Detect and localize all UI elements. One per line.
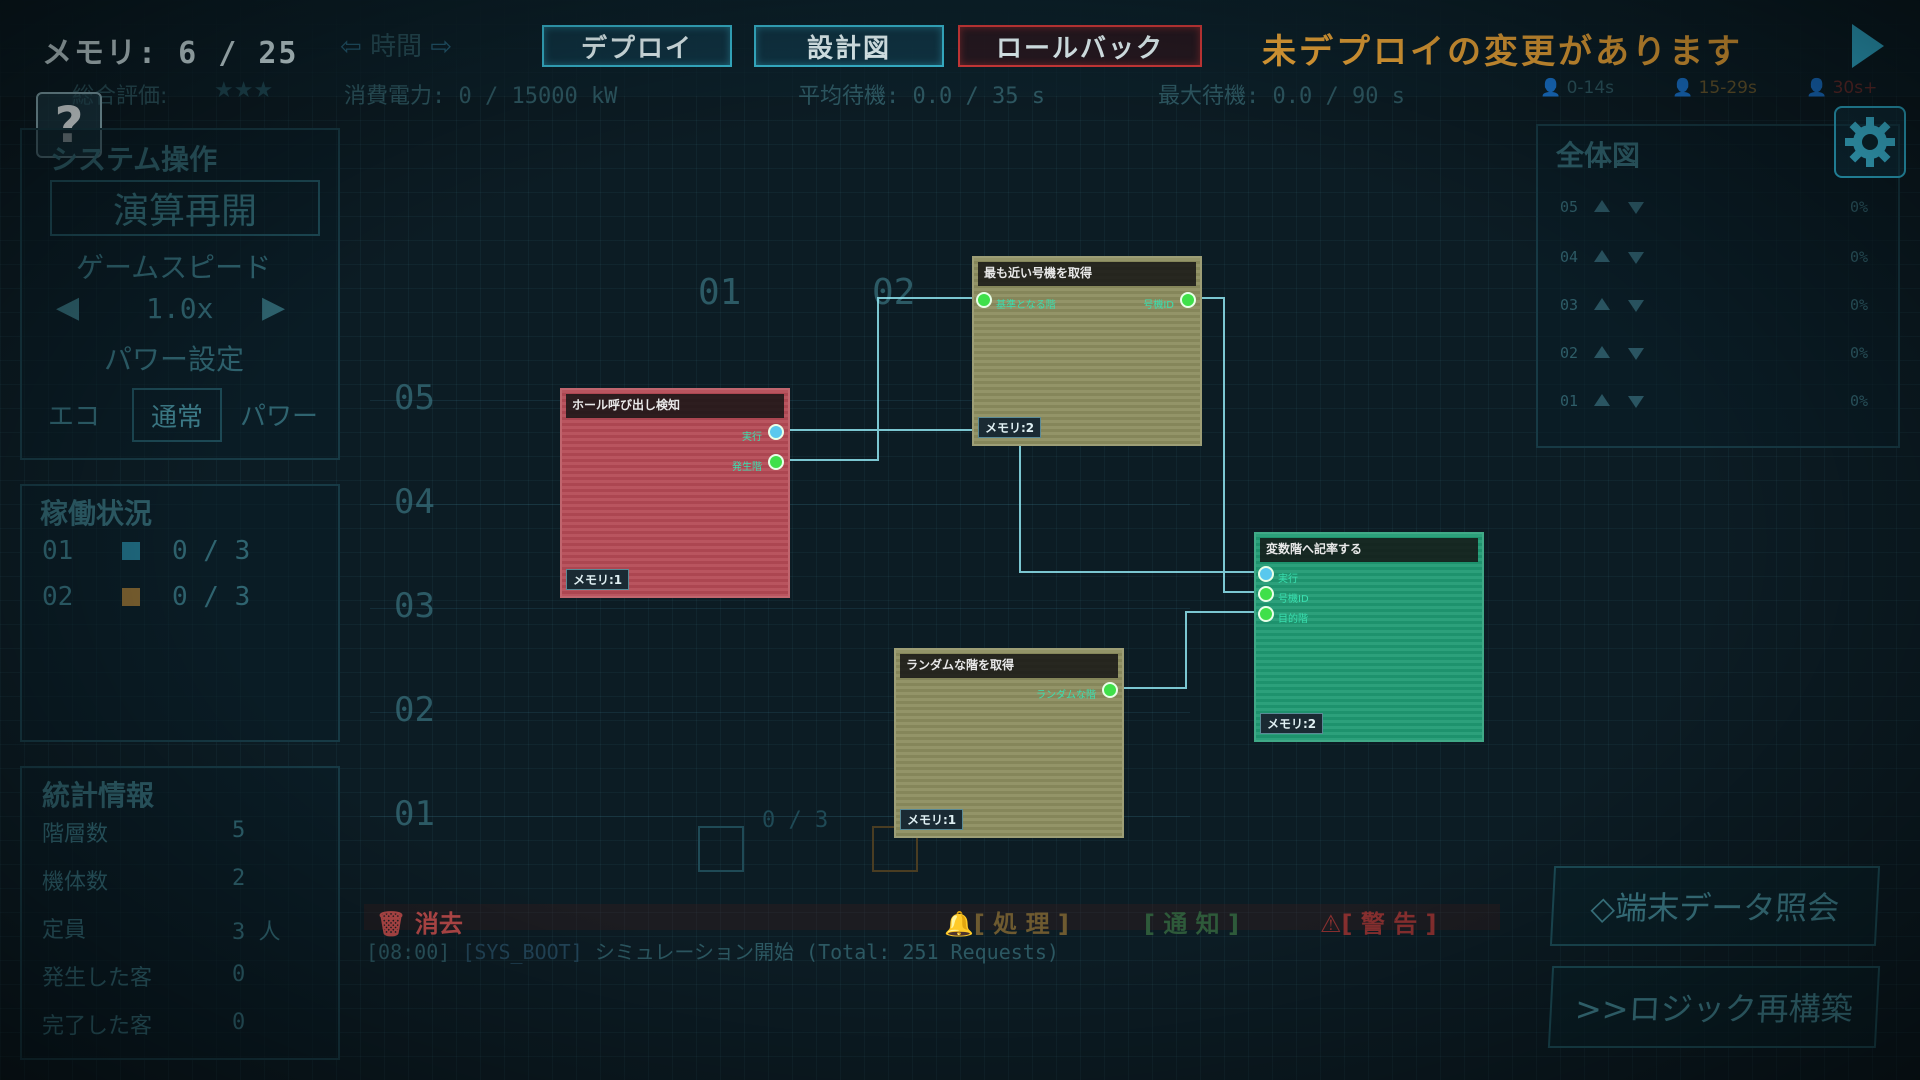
down-call-icon xyxy=(1628,300,1644,312)
node-random-floor[interactable]: ランダムな階を取得 ランダムな階 メモリ:1 xyxy=(894,648,1124,838)
node-texture xyxy=(562,390,788,596)
log-time: [08:00] xyxy=(366,940,451,964)
overview-pct: 0% xyxy=(1850,296,1869,314)
terminal-data-button[interactable]: ◇端末データ照会 xyxy=(1549,866,1881,946)
node-title: ランダムな階を取得 xyxy=(900,654,1118,678)
settings-button[interactable] xyxy=(1834,106,1906,178)
up-call-icon xyxy=(1594,346,1610,358)
node-hall-call[interactable]: ホール呼び出し検知 実行 発生階 メモリ:1 xyxy=(560,388,790,598)
port-base-floor-in[interactable] xyxy=(976,292,992,308)
log-filter-process[interactable]: 🔔[ 処 理 ] xyxy=(944,904,1069,939)
port-random-out[interactable] xyxy=(1102,682,1118,698)
down-call-icon xyxy=(1628,252,1644,264)
node-write-variable[interactable]: 変数階へ記率する 実行 号機ID 目的階 メモリ:2 xyxy=(1254,532,1484,742)
port-label-id: 号機ID xyxy=(1278,594,1309,605)
overview-title: 全体図 xyxy=(1556,139,1641,172)
port-exec-in[interactable] xyxy=(1258,566,1274,582)
node-memory-badge: メモリ:2 xyxy=(978,417,1042,438)
overview-pct: 0% xyxy=(1850,248,1869,266)
node-title: ホール呼び出し検知 xyxy=(566,394,784,418)
overview-floor: 05 xyxy=(1560,198,1579,216)
port-exec-out[interactable] xyxy=(768,424,784,440)
up-call-icon xyxy=(1594,250,1610,262)
port-id-out[interactable] xyxy=(1180,292,1196,308)
overview-floor: 03 xyxy=(1560,296,1579,314)
node-memory-badge: メモリ:2 xyxy=(1260,713,1324,734)
down-call-icon xyxy=(1628,348,1644,360)
port-id-in[interactable] xyxy=(1258,586,1274,602)
log-clear-label: 消去 xyxy=(414,910,463,938)
wire-random-to-write xyxy=(1108,611,1264,689)
port-label-dest-floor: 目的階 xyxy=(1278,614,1308,625)
port-label-exec: 実行 xyxy=(742,432,762,443)
port-label-floor: 発生階 xyxy=(732,462,762,473)
warning-icon: ⚠ xyxy=(1320,910,1342,938)
rebuild-logic-button[interactable]: >>ロジック再構築 xyxy=(1547,966,1881,1048)
wire-floor-to-nearest xyxy=(774,297,982,461)
gear-icon xyxy=(1845,117,1895,167)
overview-pct: 0% xyxy=(1850,344,1869,362)
log-filter-notify[interactable]: [ 通 知 ] xyxy=(1144,910,1240,938)
log-line: [08:00] [SYS_BOOT] シミュレーション開始 (Total: 25… xyxy=(366,936,1059,965)
port-dest-floor-in[interactable] xyxy=(1258,606,1274,622)
overview-floor: 02 xyxy=(1560,344,1579,362)
node-title: 変数階へ記率する xyxy=(1260,538,1478,562)
node-memory-badge: メモリ:1 xyxy=(900,809,964,830)
port-floor-out[interactable] xyxy=(768,454,784,470)
down-call-icon xyxy=(1628,396,1644,408)
node-texture xyxy=(1256,534,1482,740)
port-label-random: ランダムな階 xyxy=(1036,690,1096,701)
overview-floor: 01 xyxy=(1560,392,1579,410)
overview-pct: 0% xyxy=(1850,198,1869,216)
log-filter-process-label: [ 処 理 ] xyxy=(973,910,1069,938)
log-tag: [SYS_BOOT] xyxy=(462,940,583,964)
node-nearest-elevator[interactable]: 最も近い号機を取得 基準となる階 号機ID メモリ:2 xyxy=(972,256,1202,446)
up-call-icon xyxy=(1594,200,1610,212)
port-label-exec: 実行 xyxy=(1278,574,1298,585)
trash-icon: 🗑 xyxy=(376,910,407,938)
log-filter-warn[interactable]: ⚠[ 警 告 ] xyxy=(1320,904,1437,939)
up-call-icon xyxy=(1594,298,1610,310)
log-filter-warn-label: [ 警 告 ] xyxy=(1341,910,1437,938)
log-clear-button[interactable]: 🗑 消去 xyxy=(376,904,463,939)
log-message: シミュレーション開始 (Total: 251 Requests) xyxy=(594,940,1059,964)
down-call-icon xyxy=(1628,202,1644,214)
port-label-base-floor: 基準となる階 xyxy=(996,300,1056,311)
overview-pct: 0% xyxy=(1850,392,1869,410)
port-label-id: 号機ID xyxy=(1143,300,1174,311)
up-call-icon xyxy=(1594,394,1610,406)
node-memory-badge: メモリ:1 xyxy=(566,569,630,590)
bell-icon: 🔔 xyxy=(944,910,974,938)
node-title: 最も近い号機を取得 xyxy=(978,262,1196,286)
wire-exec-to-write xyxy=(1019,430,1264,573)
overview-floor: 04 xyxy=(1560,248,1579,266)
